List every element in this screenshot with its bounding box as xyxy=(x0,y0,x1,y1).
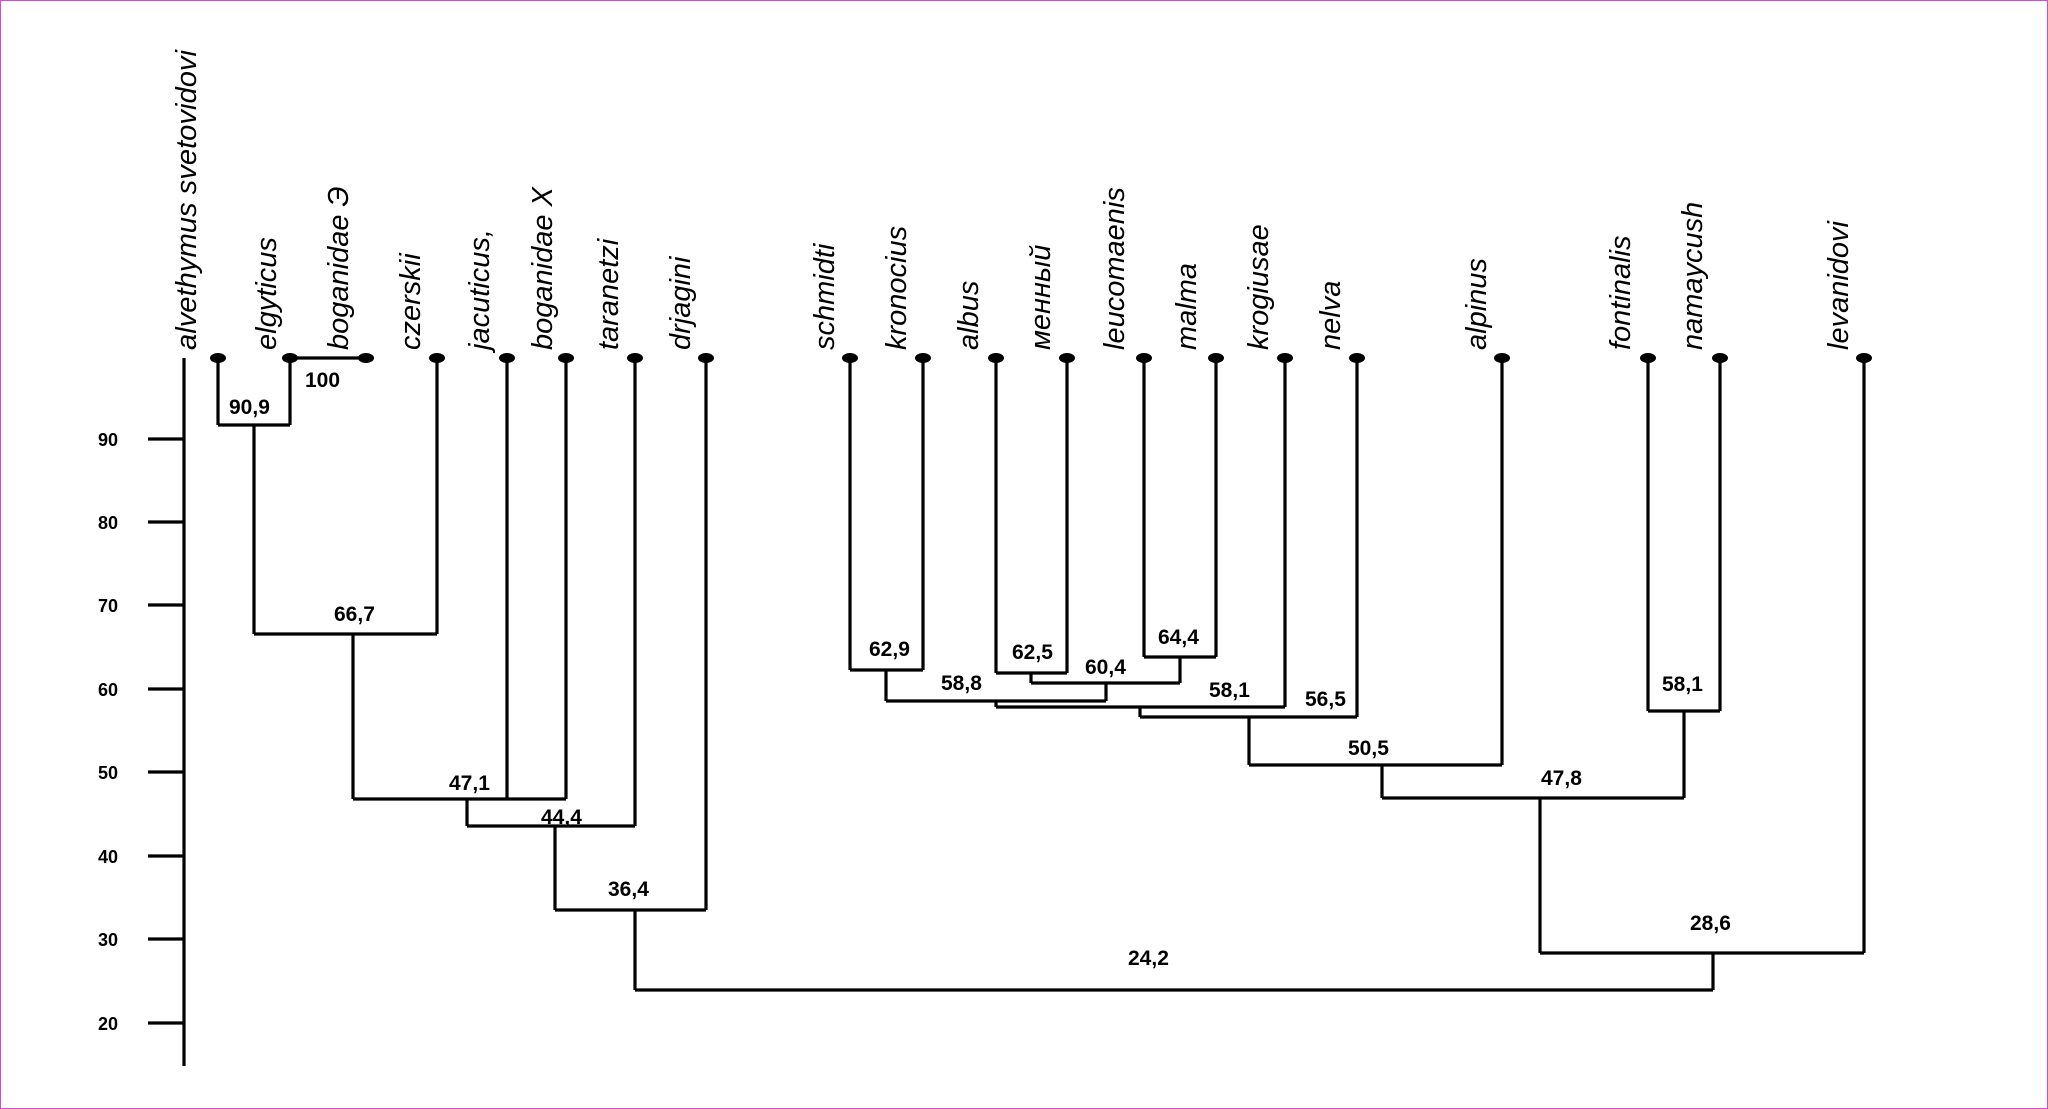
taxon-label: schmidti xyxy=(809,242,841,350)
branch-jacuticus-boganidaex xyxy=(505,358,568,799)
branch-58-8 xyxy=(884,670,1108,703)
branch-62-5 xyxy=(994,358,1069,675)
taxon-label: taranetzi xyxy=(593,237,625,350)
y-tick-70: 70 xyxy=(98,596,184,616)
y-tick-40: 40 xyxy=(98,847,184,867)
taxon-label: krogiusae xyxy=(1243,224,1275,350)
node-value: 56,5 xyxy=(1305,688,1346,711)
taxon-label: boganidae Э xyxy=(323,186,355,350)
node-value: 60,4 xyxy=(1085,656,1126,679)
node-values: 90,9 100 66,7 47,1 44,4 36,4 62,9 58,8 6… xyxy=(229,369,1731,970)
leaf-tip-dot xyxy=(988,353,1004,363)
leaf-tip-dot xyxy=(698,353,714,363)
leaf-tip-dot xyxy=(627,353,643,363)
y-tick-label: 80 xyxy=(98,513,118,533)
leaf-tip-dot xyxy=(558,353,574,363)
leaf-tip-dot xyxy=(1494,353,1510,363)
taxon-label: alvethymus svetovidovi xyxy=(171,48,203,350)
branch-24-2 xyxy=(633,910,1715,992)
y-tick-label: 60 xyxy=(98,680,118,700)
node-value: 50,5 xyxy=(1348,737,1389,760)
branch-66-7 xyxy=(252,358,439,636)
branch-28-6 xyxy=(1538,358,1866,955)
taxon-label: drjagini xyxy=(665,255,697,350)
taxon-label: alpinus xyxy=(1461,258,1493,350)
taxon-label: kronocius xyxy=(881,226,913,350)
y-tick-90: 90 xyxy=(98,430,184,450)
node-value: 58,1 xyxy=(1209,679,1250,702)
leaf-tip-dot xyxy=(1277,353,1293,363)
taxon-label: albus xyxy=(953,281,985,350)
leaf-tip-dot xyxy=(915,353,931,363)
node-value: 62,9 xyxy=(869,638,910,661)
leaf-tip-dot xyxy=(1136,353,1152,363)
branch-64-4 xyxy=(1142,358,1218,659)
leaf-tip-dot xyxy=(429,353,445,363)
taxon-label: fontinalis xyxy=(1605,236,1637,350)
taxon-label: boganidae X xyxy=(527,185,559,350)
leaf-tip-dot xyxy=(358,353,374,363)
branch-47-1 xyxy=(351,634,566,801)
branch-47-8 xyxy=(1380,711,1686,800)
y-axis: 90 80 70 60 50 40 30 20 xyxy=(98,358,186,1066)
node-value: 44,4 xyxy=(541,806,582,829)
taxon-label: levanidovi xyxy=(1823,219,1855,350)
taxon-label: менный xyxy=(1025,245,1057,350)
branches xyxy=(216,356,1866,992)
branch-36-4 xyxy=(553,358,708,912)
y-tick-label: 90 xyxy=(98,430,118,450)
node-value: 28,6 xyxy=(1690,912,1731,935)
y-tick-label: 30 xyxy=(98,930,118,950)
y-tick-30: 30 xyxy=(98,930,184,950)
leaf-tips xyxy=(210,353,1872,363)
taxon-label: namaycush xyxy=(1677,202,1709,350)
y-tick-50: 50 xyxy=(98,763,184,783)
node-value: 58,1 xyxy=(1662,673,1703,696)
leaf-tip-dot xyxy=(1208,353,1224,363)
leaf-tip-dot xyxy=(1059,353,1075,363)
node-value: 64,4 xyxy=(1158,626,1199,649)
branch-56-5 xyxy=(1138,358,1359,719)
branch-50-5 xyxy=(1247,358,1504,767)
node-value: 100 xyxy=(305,369,340,392)
node-value: 58,8 xyxy=(941,672,982,695)
leaf-tip-dot xyxy=(499,353,515,363)
branch-44-4 xyxy=(465,358,637,828)
node-value: 47,8 xyxy=(1541,767,1582,790)
taxon-label: czerskii xyxy=(395,252,427,350)
y-tick-80: 80 xyxy=(98,513,184,533)
taxon-label: elgyticus xyxy=(251,237,283,350)
taxon-label: nelva xyxy=(1315,281,1347,350)
taxon-label: jacuticus, xyxy=(464,229,496,354)
taxon-label: malma xyxy=(1171,263,1203,350)
leaf-tip-dot xyxy=(842,353,858,363)
branch-58-1-b xyxy=(1646,358,1722,713)
leaf-tip-dot xyxy=(1349,353,1365,363)
y-tick-20: 20 xyxy=(98,1014,184,1034)
y-tick-label: 40 xyxy=(98,847,118,867)
y-tick-label: 70 xyxy=(98,596,118,616)
node-value: 47,1 xyxy=(449,772,490,795)
y-tick-label: 50 xyxy=(98,763,118,783)
leaf-tip-dot xyxy=(1856,353,1872,363)
y-tick-label: 20 xyxy=(98,1014,118,1034)
node-value: 36,4 xyxy=(608,878,649,901)
node-value: 62,5 xyxy=(1012,641,1053,664)
leaf-tip-dot xyxy=(282,353,298,363)
leaf-tip-dot xyxy=(210,353,226,363)
node-value: 24,2 xyxy=(1128,947,1169,970)
taxon-labels: alvethymus svetovidovi elgyticus boganid… xyxy=(171,48,1855,354)
taxon-label: leucomaenis xyxy=(1099,187,1131,350)
node-value: 90,9 xyxy=(229,396,270,419)
leaf-tip-dot xyxy=(1712,353,1728,363)
node-value: 66,7 xyxy=(334,603,375,626)
leaf-tip-dot xyxy=(1640,353,1656,363)
branch-62-9 xyxy=(848,358,925,672)
y-tick-60: 60 xyxy=(98,680,184,700)
